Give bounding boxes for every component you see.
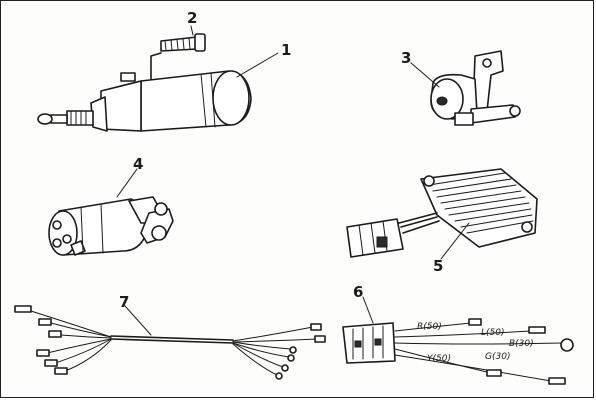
callout-4: 4 (133, 155, 143, 173)
starter-relay (430, 50, 521, 126)
wiring-harness-a (14, 305, 326, 380)
wire-label: B(30) (509, 339, 534, 349)
callout-2: 2 (187, 9, 197, 27)
callout-1: 1 (281, 41, 291, 59)
callout-7: 7 (119, 293, 129, 311)
leader-lines (116, 25, 470, 336)
callout-5: 5 (433, 257, 443, 275)
wiring-harness-b (342, 318, 574, 385)
voltage-regulator (346, 168, 538, 258)
starter-motor (37, 52, 252, 132)
callout-3: 3 (401, 49, 411, 67)
bolt (160, 33, 206, 52)
key-switch (48, 196, 174, 256)
wire-label: R(50) (417, 322, 442, 332)
wire-label: L(50) (481, 328, 505, 338)
callout-6: 6 (353, 283, 363, 301)
wire-label: G(30) (485, 352, 510, 362)
wire-label: Y(50) (427, 354, 451, 364)
